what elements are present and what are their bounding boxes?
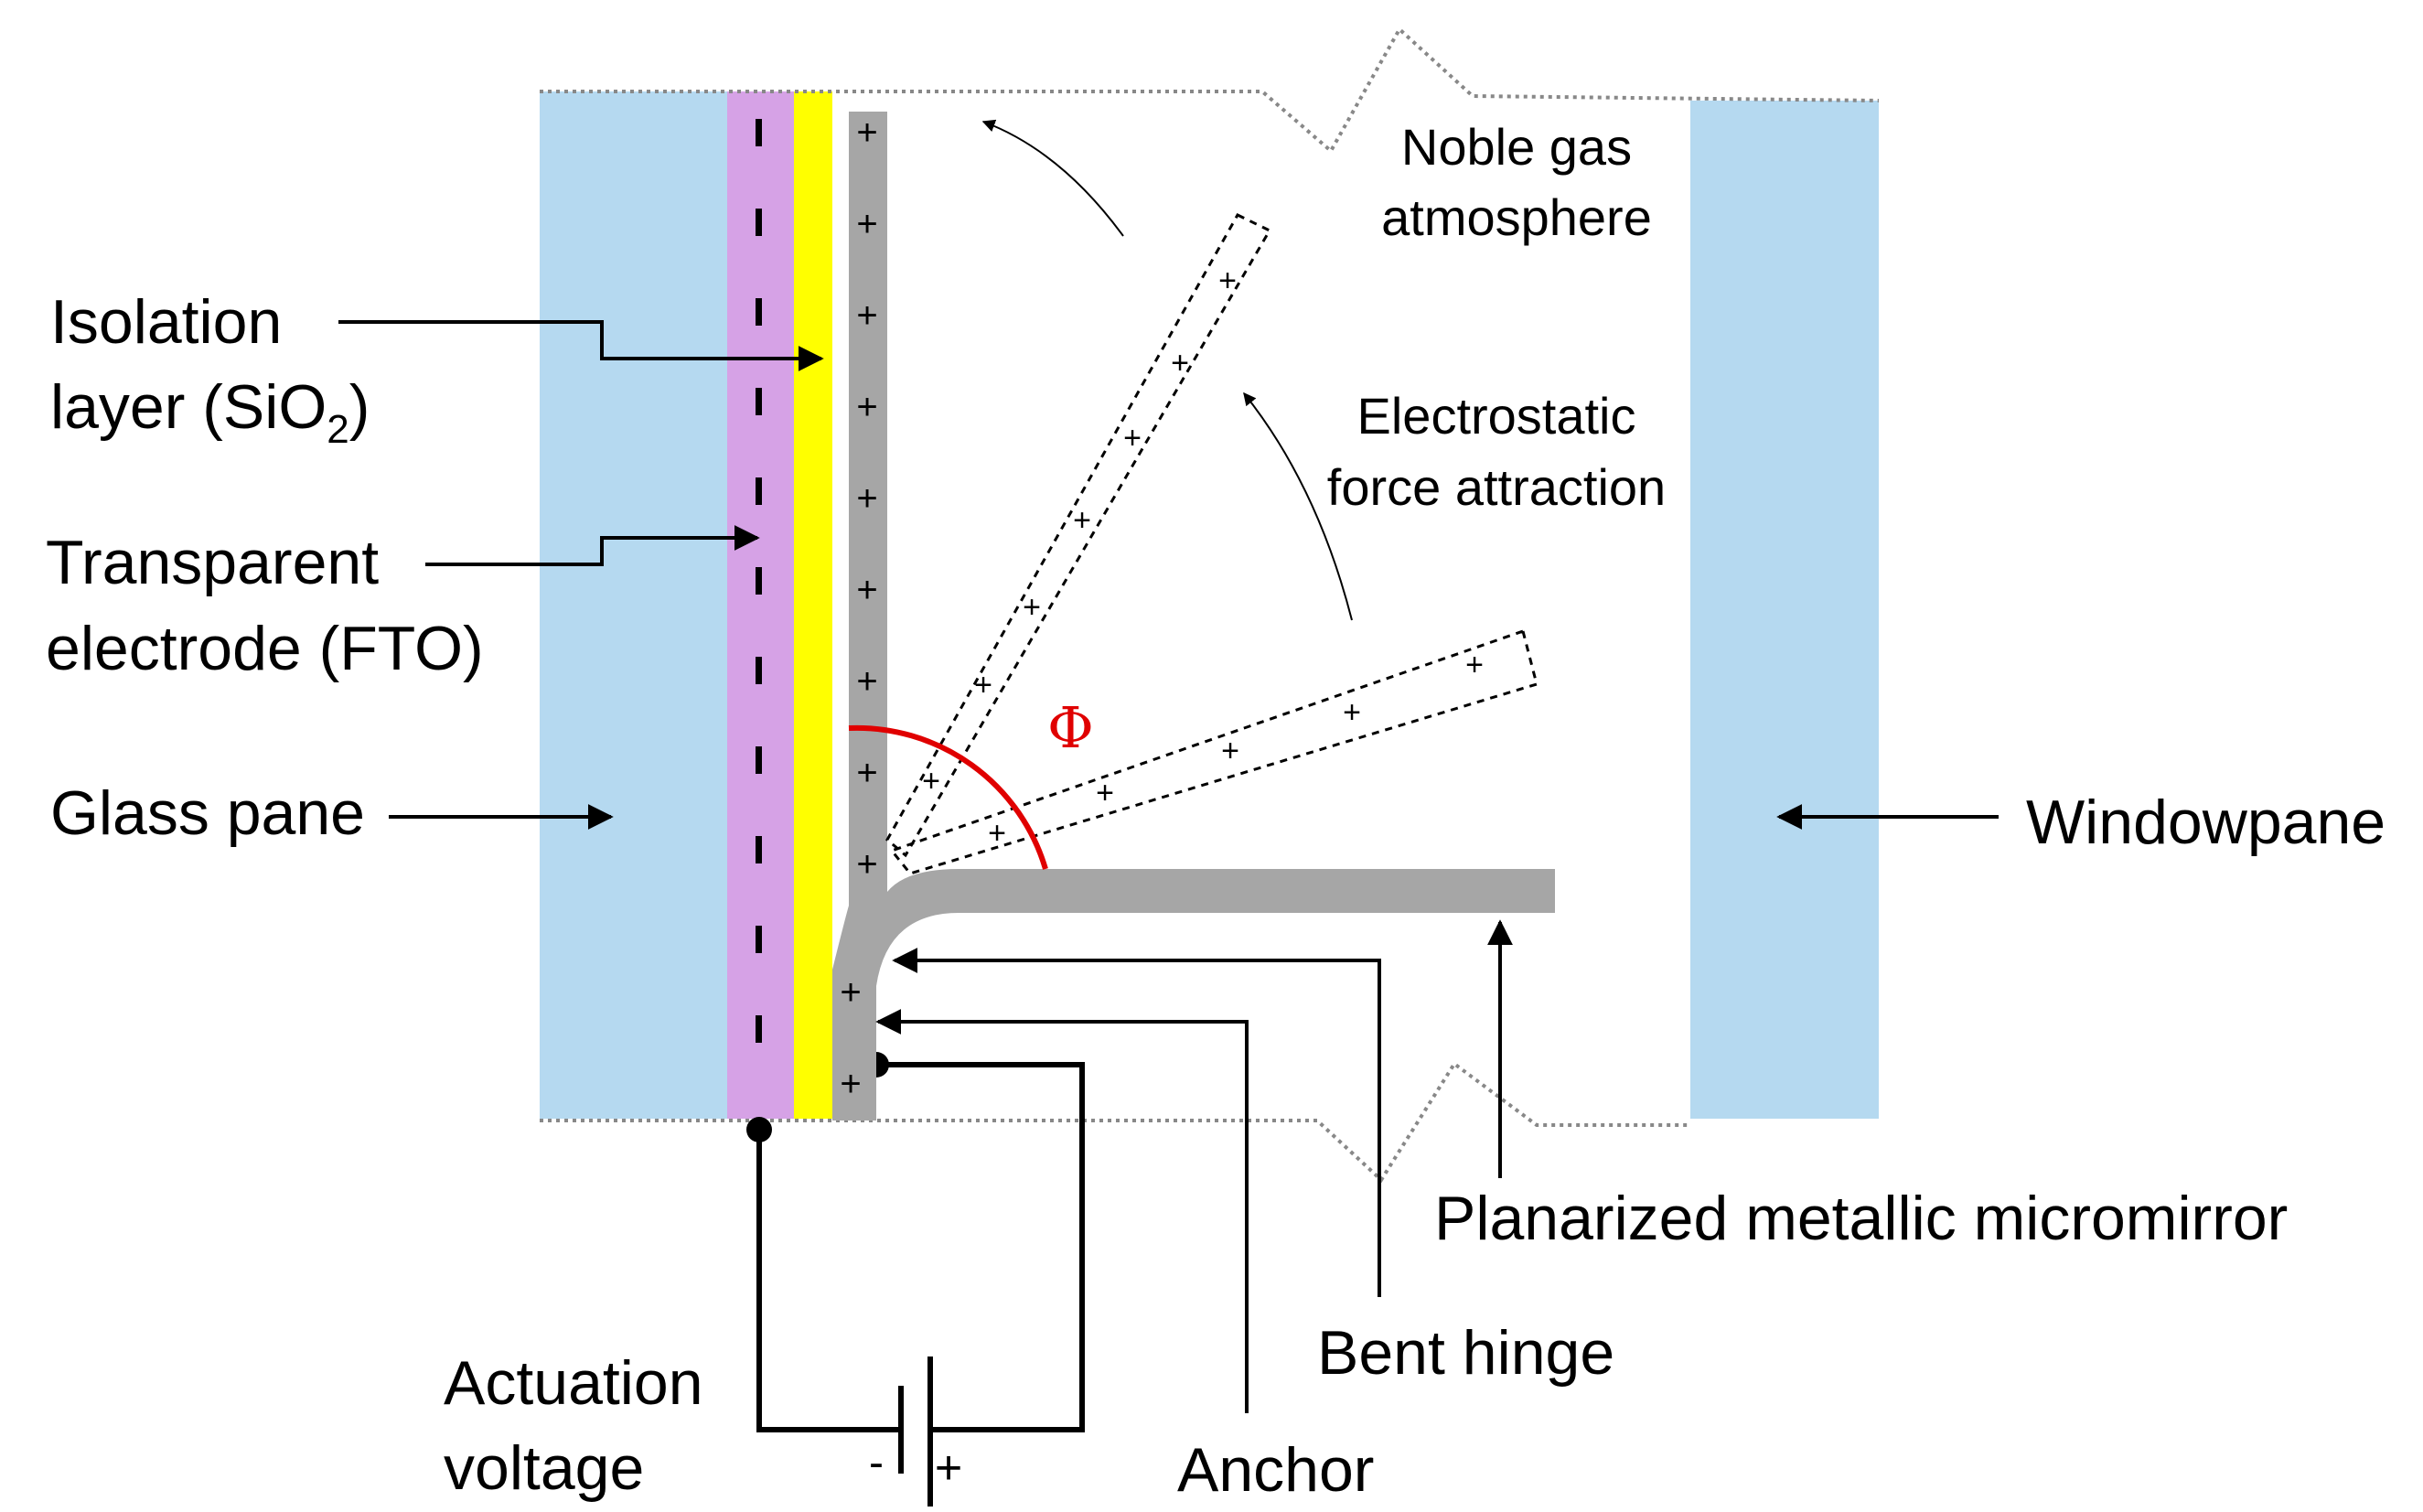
svg-text:+: + — [840, 972, 861, 1013]
phi-symbol: Φ — [1047, 694, 1094, 761]
tilted-mirror-steep — [885, 213, 1272, 858]
electrode-charges — [756, 119, 762, 1043]
svg-text:+: + — [1465, 648, 1484, 682]
svg-text:+: + — [856, 113, 877, 153]
tilted-mirror-shallow — [889, 629, 1538, 875]
bent-hinge-label: Bent hinge — [1317, 1318, 1614, 1388]
svg-text:+: + — [856, 570, 877, 610]
glass-pane-left — [540, 91, 727, 1119]
svg-text:+: + — [1123, 421, 1142, 456]
electrostatic-label-line2: force attraction — [1327, 458, 1666, 516]
mirror-charges: + + + + + + + + + + + — [840, 113, 877, 1104]
svg-text:+: + — [1221, 734, 1239, 768]
noble-gas-label-line1: Noble gas — [1401, 118, 1632, 176]
isolation-layer — [794, 91, 832, 1119]
isolation-label-line1: Isolation — [50, 287, 282, 357]
electrode-label-line1: Transparent — [46, 528, 379, 597]
cavity-bottom-boundary — [540, 1061, 1690, 1184]
svg-text:+: + — [1343, 695, 1361, 730]
battery-plus: + — [935, 1442, 962, 1495]
motion-arrow-upper — [981, 119, 1124, 237]
svg-text:+: + — [974, 668, 992, 702]
svg-text:+: + — [1023, 590, 1041, 625]
svg-text:+: + — [1073, 503, 1091, 538]
isolation-label-line2: layer (SiO2) — [50, 372, 370, 452]
circuit-wire-left — [756, 1130, 901, 1432]
svg-text:+: + — [1218, 263, 1237, 298]
actuation-label-line2: voltage — [444, 1433, 644, 1503]
isolation-label-main: layer (SiO — [50, 372, 327, 442]
anchor-label: Anchor — [1177, 1435, 1374, 1505]
electrostatic-label-line1: Electrostatic — [1357, 387, 1636, 445]
svg-text:+: + — [840, 1064, 861, 1104]
motion-arrow-lower — [1243, 391, 1353, 621]
svg-text:+: + — [856, 478, 877, 519]
svg-text:+: + — [988, 816, 1006, 851]
svg-text:+: + — [856, 844, 877, 885]
actuation-label-line1: Actuation — [444, 1348, 703, 1418]
windowpane-right — [1690, 101, 1879, 1119]
electrode-leader — [425, 525, 760, 566]
svg-text:+: + — [922, 764, 940, 799]
bent-hinge-leader — [892, 948, 1381, 1297]
anchor-leader — [875, 1009, 1249, 1413]
svg-text:+: + — [1171, 346, 1189, 381]
svg-text:+: + — [1096, 776, 1114, 810]
isolation-label-subscript: 2 — [327, 407, 348, 452]
circuit-wire-right — [876, 1062, 1085, 1432]
battery-minus: - — [869, 1439, 884, 1487]
svg-text:+: + — [856, 387, 877, 427]
planarized-micromirror — [832, 112, 1555, 1121]
isolation-label-close: ) — [349, 372, 370, 442]
transparent-electrode-layer — [727, 91, 794, 1119]
tilt-angle-arc — [848, 724, 1048, 870]
noble-gas-label-line2: atmosphere — [1381, 188, 1652, 246]
svg-text:+: + — [856, 295, 877, 336]
cavity-top-boundary — [540, 26, 1880, 155]
micromirror-label: Planarized metallic micromirror — [1434, 1184, 2288, 1253]
svg-text:+: + — [856, 661, 877, 702]
glass-pane-label: Glass pane — [50, 778, 365, 848]
electrode-label-line2: electrode (FTO) — [46, 614, 484, 683]
tilted-mirror-charges: + + + + + + + + + + + + — [922, 263, 1484, 851]
svg-text:+: + — [856, 204, 877, 244]
svg-text:+: + — [856, 753, 877, 793]
windowpane-label: Windowpane — [2026, 788, 2385, 857]
isolation-leader — [338, 320, 824, 371]
